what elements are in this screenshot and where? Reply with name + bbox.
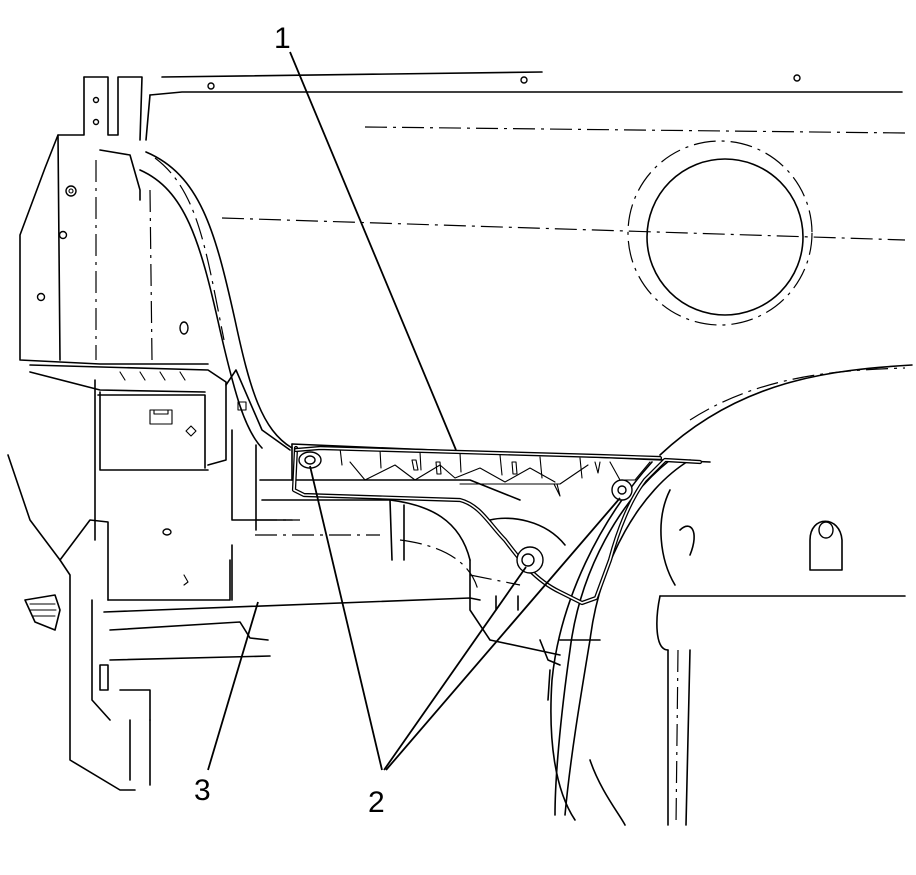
fastener-center xyxy=(516,546,544,574)
upper-quarter-panel xyxy=(145,71,906,241)
lower-floor-section xyxy=(7,454,481,791)
left-pillar xyxy=(19,76,209,365)
callout-2: 2 xyxy=(368,786,385,819)
mounting-tab xyxy=(809,520,843,571)
leader-line-2a xyxy=(309,465,383,771)
leader-line-2b xyxy=(383,566,527,771)
fasteners xyxy=(298,451,633,574)
inner-panel-curve xyxy=(139,151,293,449)
leader-line-3 xyxy=(207,601,259,771)
fastener-right xyxy=(611,479,633,501)
floor-channel xyxy=(259,479,601,701)
leader-lines xyxy=(207,51,621,771)
callout-1: 1 xyxy=(274,22,291,55)
round-opening xyxy=(627,140,813,326)
rear-wheel-arch xyxy=(550,364,913,826)
callout-3: 3 xyxy=(194,774,211,807)
leader-line-2c xyxy=(385,497,621,771)
leader-line-1 xyxy=(289,51,457,451)
fastener-left xyxy=(298,451,322,469)
wiring-harness xyxy=(291,445,703,606)
